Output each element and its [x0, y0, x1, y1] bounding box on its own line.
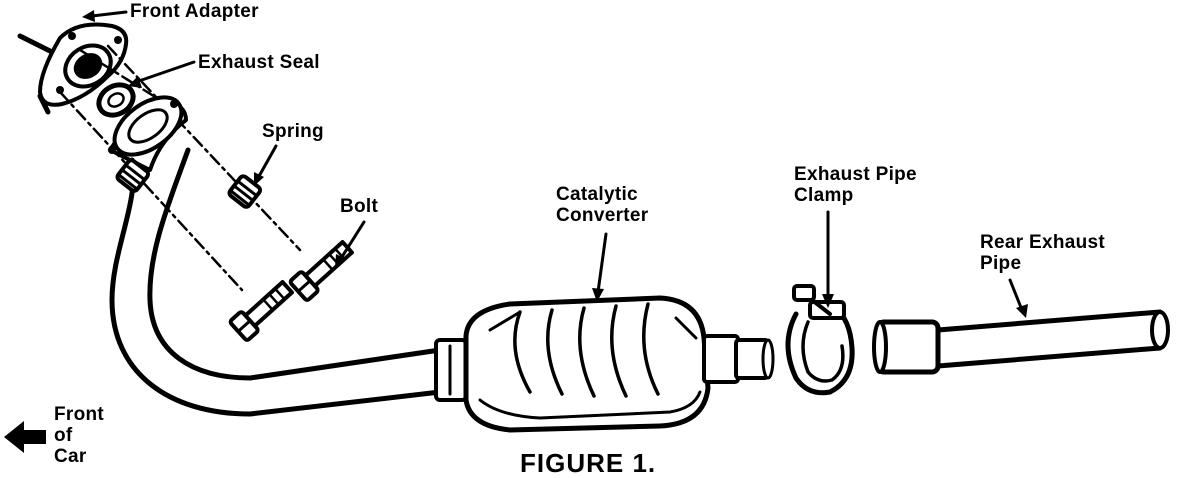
- rear-exhaust-pipe-label-line-1: Rear Exhaust: [980, 232, 1106, 253]
- exhaust-pipe-clamp-part: [785, 284, 855, 396]
- bolt-part: [228, 240, 354, 342]
- front-of-car-label-line-3: Car: [54, 446, 87, 467]
- front-pipe-part: [108, 95, 468, 417]
- rear-exhaust-pipe-part: [872, 309, 1170, 375]
- exhaust-pipe-clamp-label: Exhaust Pipe Clamp: [794, 164, 917, 206]
- exhaust-pipe-clamp-label-line-1: Exhaust Pipe: [794, 164, 917, 185]
- leader-lines: [82, 10, 1028, 318]
- front-of-car-label-line-2: of: [54, 425, 73, 446]
- left-arrow-icon: [4, 421, 46, 453]
- catalytic-converter-label: Catalytic Converter: [556, 184, 648, 226]
- bolt-label: Bolt: [340, 196, 379, 217]
- catalytic-converter-part: [463, 295, 775, 433]
- front-of-car-label: Front of Car: [54, 404, 104, 467]
- front-of-car-label-line-1: Front: [54, 404, 105, 425]
- exhaust-seal-label: Exhaust Seal: [198, 52, 320, 73]
- exhaust-seal-part: [96, 82, 136, 118]
- catalytic-converter-label-line-2: Converter: [556, 205, 649, 226]
- front-adapter-part: [17, 22, 129, 115]
- rear-exhaust-pipe-label: Rear Exhaust Pipe: [980, 232, 1105, 274]
- front-adapter-label: Front Adapter: [130, 1, 259, 22]
- figure-caption: FIGURE 1.: [520, 448, 657, 478]
- spring-label: Spring: [262, 121, 324, 142]
- spring-part: [115, 158, 262, 209]
- catalytic-converter-label-line-1: Catalytic: [556, 184, 638, 205]
- alignment-lines: [58, 44, 302, 292]
- exhaust-pipe-clamp-label-line-2: Clamp: [794, 185, 854, 206]
- rear-exhaust-pipe-label-line-2: Pipe: [980, 253, 1022, 274]
